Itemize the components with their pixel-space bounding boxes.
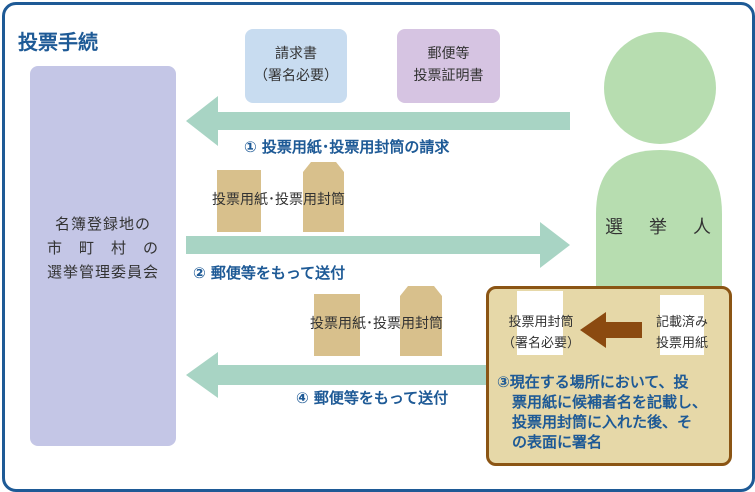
arrow-insert-icon — [580, 312, 642, 348]
step-2-label: ② 郵便等をもって送付 — [193, 264, 346, 282]
certificate-line-2: 投票証明書 — [413, 68, 484, 84]
committee-line-1: 名簿登録地の — [54, 215, 151, 233]
step-3-line-4: の表面に署名 — [497, 433, 603, 451]
paper-white-shape — [660, 295, 704, 355]
ballot-envelope-shape-4 — [400, 286, 442, 356]
arrow-request — [186, 96, 570, 146]
committee-line-2: 市 町 村 の — [46, 239, 159, 257]
step-2-items-caption: 投票用紙･投票用封筒 — [212, 192, 345, 208]
ballot-paper-shape-2 — [217, 170, 261, 232]
step-3-line-3: 投票用封筒に入れた後、そ — [497, 413, 693, 431]
step-3-description: ③現在する場所において、投 票用紙に候補者名を記載し、 投票用封筒に入れた後、そ… — [497, 372, 725, 452]
step-3-paper-caption: 記載済み 投票用紙 — [646, 312, 718, 354]
step-4-label: ④ 郵便等をもって送付 — [296, 389, 449, 407]
request-form-line-1: 請求書 — [275, 46, 317, 62]
certificate-line-1: 郵便等 — [427, 46, 470, 62]
arrow-send — [186, 222, 570, 268]
postal-certificate-box: 郵便等 投票証明書 — [397, 29, 500, 103]
ballot-paper-shape-4 — [314, 294, 360, 356]
step-3-envelope-caption: 投票用封筒 （署名必要） — [496, 312, 586, 354]
step-3-paper-line-2: 投票用紙 — [655, 336, 708, 351]
request-form-box: 請求書 （署名必要） — [245, 29, 347, 103]
request-form-line-2: （署名必要） — [254, 68, 338, 84]
step-3-envelope-line-2: （署名必要） — [501, 336, 580, 351]
arrow-return — [186, 352, 490, 398]
ballot-envelope-shape-2 — [303, 162, 344, 232]
arrow-insert-shape — [580, 312, 642, 348]
step-4-items-caption: 投票用紙･投票用封筒 — [310, 316, 443, 332]
committee-box — [30, 66, 176, 446]
page-title: 投票手続 — [18, 30, 98, 54]
voter-label: 選 挙 人 — [605, 217, 715, 238]
step-3-line-1: ③現在する場所において、投 — [497, 373, 689, 391]
voter-body — [596, 150, 722, 300]
envelope-white-shape — [517, 291, 563, 355]
step-3-line-2: 票用紙に候補者名を記載し、 — [497, 393, 708, 411]
voter-head — [604, 32, 716, 144]
step-3-envelope-line-1: 投票用封筒 — [508, 315, 574, 330]
committee-label: 名簿登録地の 市 町 村 の 選挙管理委員会 — [30, 212, 176, 284]
step-3-paper-line-1: 記載済み — [655, 315, 708, 330]
step-1-label: ① 投票用紙･投票用封筒の請求 — [244, 138, 450, 156]
committee-line-3: 選挙管理委員会 — [46, 263, 159, 281]
